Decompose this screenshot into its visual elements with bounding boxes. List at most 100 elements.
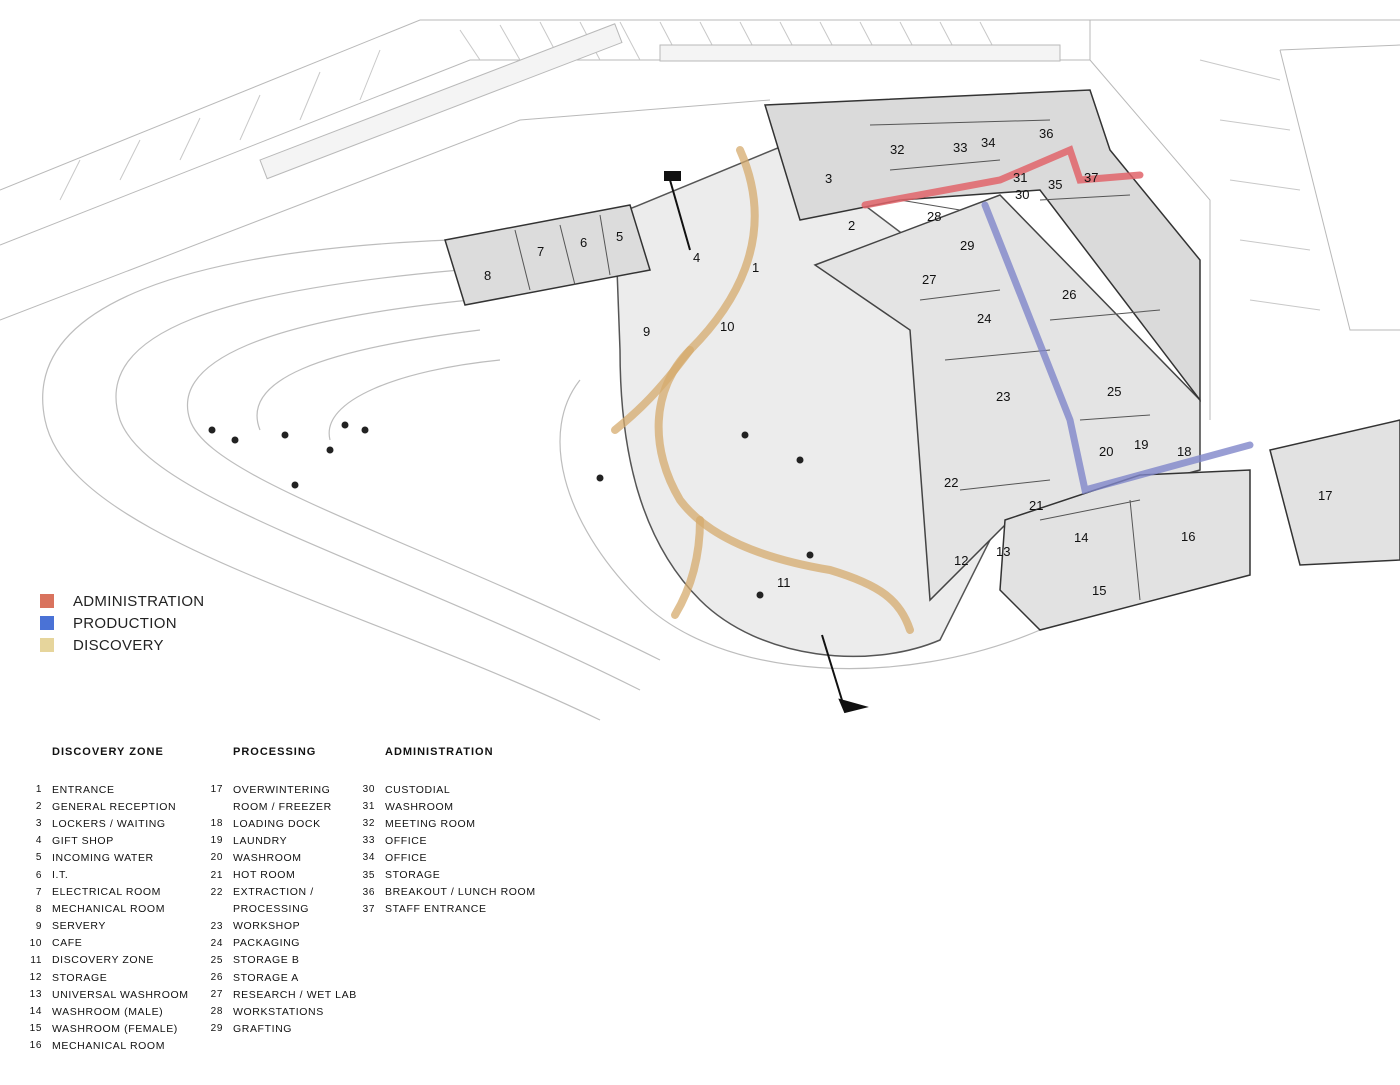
room-label: 24	[977, 311, 991, 326]
legend-label: ADMINISTRATION	[73, 592, 205, 610]
schedule-item-number: 23	[210, 920, 223, 932]
schedule-item-name: PACKAGING	[233, 937, 301, 950]
people	[208, 421, 814, 599]
schedule-item-number: 28	[210, 1006, 223, 1018]
schedule-item-name: OFFICE	[385, 851, 428, 864]
schedule-item-name: WORKSTATIONS	[233, 1005, 324, 1018]
room-label: 2	[848, 218, 855, 233]
legend-label: DISCOVERY	[73, 636, 164, 654]
schedule-item-name: LOADING DOCK	[233, 817, 321, 830]
schedule-item-name: CUSTODIAL	[385, 783, 451, 796]
schedule-item-number: 17	[210, 784, 223, 796]
schedule-item-number: 16	[29, 1040, 42, 1052]
schedule-item-number: 3	[35, 818, 42, 830]
schedule-item-number: 18	[210, 818, 223, 830]
room-label: 23	[996, 389, 1010, 404]
legend-item-administration: ADMINISTRATION	[40, 590, 204, 612]
room-label: 37	[1084, 170, 1098, 185]
schedule-item: 18 LOADING DOCK	[193, 815, 357, 832]
room-label: 30	[1015, 187, 1029, 202]
room-label: 21	[1029, 498, 1043, 513]
schedule-item-number: 11	[30, 954, 42, 966]
schedule-item-name: ENTRANCE	[52, 783, 115, 796]
room-label: 26	[1062, 287, 1076, 302]
schedule-item-number: 4	[35, 835, 42, 847]
schedule-item-number: 33	[362, 835, 375, 847]
schedule-item-name: ROOM / FREEZER	[233, 800, 332, 813]
schedule-item: 34 OFFICE	[345, 849, 536, 866]
room-label: 4	[693, 250, 700, 265]
schedule-item-name: PROCESSING	[233, 903, 310, 916]
schedule-item: 1 ENTRANCE	[12, 781, 189, 798]
schedule-item-number: 1	[35, 784, 42, 796]
schedule-item-name: WASHROOM	[385, 800, 454, 813]
schedule-item-number: 15	[29, 1023, 42, 1035]
schedule-item-name: OFFICE	[385, 834, 428, 847]
schedule-item-number: 30	[362, 784, 375, 796]
room-label: 17	[1318, 488, 1332, 503]
schedule-item-name: STORAGE	[52, 971, 108, 984]
schedule-item: 14 WASHROOM (MALE)	[12, 1003, 189, 1020]
schedule-item-number: 10	[29, 937, 42, 949]
room-label: 28	[927, 209, 941, 224]
room-label: 13	[996, 544, 1010, 559]
site-context	[0, 19, 1400, 420]
freezer-building	[1269, 419, 1400, 566]
schedule-item-number: 9	[35, 920, 42, 932]
schedule-item-number: 37	[362, 903, 375, 915]
schedule-item-number: 14	[29, 1006, 42, 1018]
schedule-item-name: RESEARCH / WET LAB	[233, 988, 357, 1001]
schedule-item-name: BREAKOUT / LUNCH ROOM	[385, 886, 536, 899]
schedule-item: 31 WASHROOM	[345, 798, 536, 815]
schedule-item-name: STORAGE	[385, 869, 441, 882]
circulation-flows	[611, 145, 1254, 634]
schedule-item-name: MECHANICAL ROOM	[52, 1039, 166, 1052]
legend-swatch	[40, 616, 54, 630]
production-flow	[981, 201, 1254, 495]
amphitheatre	[42, 239, 1041, 721]
schedule-item-number: 35	[362, 869, 375, 881]
schedule-item-name: MEETING ROOM	[385, 817, 476, 830]
schedule-item-number: 31	[362, 801, 375, 813]
room-label: 25	[1107, 384, 1121, 399]
room-label: 9	[643, 324, 650, 339]
schedule-item-number: 29	[210, 1023, 223, 1035]
schedule-item-number: 26	[210, 972, 223, 984]
room-label: 11	[777, 575, 791, 590]
schedule-item: 16 MECHANICAL ROOM	[12, 1037, 189, 1054]
legend-item-production: PRODUCTION	[40, 612, 204, 634]
discovery-flow-west	[611, 346, 694, 434]
schedule-item-number: 25	[210, 954, 223, 966]
schedule-item-name: UNIVERSAL WASHROOM	[52, 988, 189, 1001]
room-label: 32	[890, 142, 904, 157]
axonometric-floor-plan: 1 2 3 4 5 6 7 8 9 10 11 12 13 14 15 16 1…	[0, 19, 1400, 721]
schedule-item: 28 WORKSTATIONS	[193, 1003, 357, 1020]
room-label: 10	[720, 319, 734, 334]
schedule-item-name: WASHROOM (FEMALE)	[52, 1022, 178, 1035]
schedule-item-number: 34	[362, 852, 375, 864]
room-label: 20	[1099, 444, 1113, 459]
administration-flow	[861, 145, 1144, 209]
schedule-item-name: HOT ROOM	[233, 869, 296, 882]
schedule-item-name: EXTRACTION /	[233, 886, 314, 899]
section-marker	[664, 171, 869, 714]
schedule-item-name: ELECTRICAL ROOM	[52, 886, 161, 899]
schedule-item-name: WASHROOM (MALE)	[52, 1005, 164, 1018]
schedule-item-name: WASHROOM	[233, 851, 302, 864]
